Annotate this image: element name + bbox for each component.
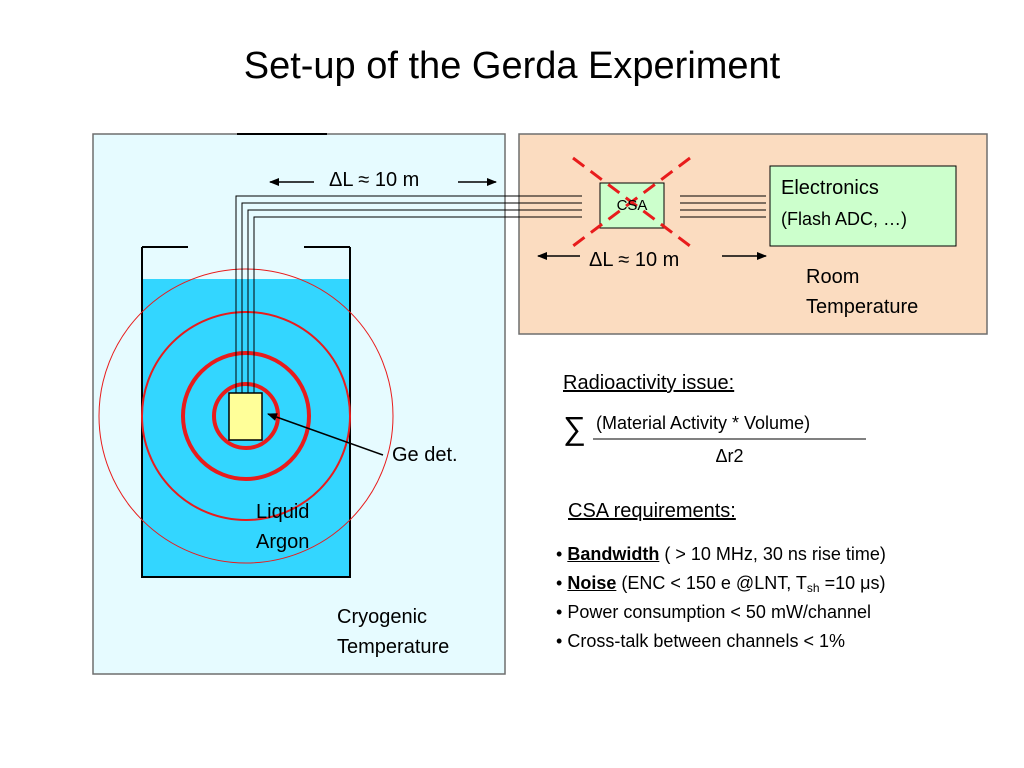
electronics-sublabel: (Flash ADC, …): [781, 209, 908, 229]
liquid-argon-label-2: Argon: [256, 531, 310, 553]
list-item: • Power consumption < 50 mW/channel: [556, 598, 886, 627]
ge-det-label: Ge det.: [392, 444, 458, 466]
csa-label: CSA: [616, 197, 648, 214]
bullet: •: [556, 544, 563, 564]
requirement-bold: Noise: [567, 573, 617, 593]
bullet: •: [556, 602, 563, 622]
room-temperature-label-1: Room: [806, 266, 860, 288]
sum-symbol: ∑: [563, 410, 586, 446]
delta-l-top-label: ΔL ≈ 10 m: [329, 169, 420, 191]
csa-requirements-list: • Bandwidth ( > 10 MHz, 30 ns rise time)…: [556, 540, 886, 656]
requirement-bold: Bandwidth: [567, 544, 660, 564]
requirement-text: (ENC < 150 e @LNT, T: [616, 573, 807, 593]
list-item: • Cross-talk between channels < 1%: [556, 627, 886, 656]
fraction-numerator: (Material Activity * Volume): [596, 413, 811, 433]
bullet: •: [556, 573, 563, 593]
cryogenic-label-2: Temperature: [337, 636, 450, 658]
radioactivity-heading: Radioactivity issue:: [563, 372, 735, 394]
liquid-argon-label-1: Liquid: [256, 501, 310, 523]
csa-requirements-heading: CSA requirements:: [568, 500, 736, 522]
csa-crossed-out-mark: [572, 156, 691, 248]
radiation-ring-2: [181, 351, 311, 481]
csa-box: [599, 182, 665, 229]
ge-det-pointer: [267, 413, 384, 456]
bullet: •: [556, 631, 563, 651]
electronics-box: [769, 165, 957, 247]
requirement-text: Power consumption < 50 mW/channel: [567, 602, 871, 622]
list-item: • Bandwidth ( > 10 MHz, 30 ns rise time): [556, 540, 886, 569]
signal-cables: [235, 195, 766, 393]
requirement-text-end: =10 μs): [819, 573, 886, 593]
fraction-denominator: Δr2: [715, 446, 744, 466]
delta-l-right-label: ΔL ≈ 10 m: [589, 249, 680, 271]
ge-detector: [228, 392, 263, 441]
radiation-ring-3: [141, 311, 351, 521]
requirement-text: ( > 10 MHz, 30 ns rise time): [659, 544, 886, 564]
electronics-label: Electronics: [781, 177, 879, 199]
radiation-ring-outer: [98, 268, 394, 564]
requirement-text: Cross-talk between channels < 1%: [567, 631, 845, 651]
room-temperature-label-2: Temperature: [806, 296, 919, 318]
cryogenic-label-1: Cryogenic: [337, 606, 428, 628]
requirement-subscript: sh: [806, 581, 820, 595]
page-title: Set-up of the Gerda Experiment: [243, 45, 781, 87]
radiation-ring-inner: [212, 382, 280, 450]
list-item: • Noise (ENC < 150 e @LNT, Tsh =10 μs): [556, 569, 886, 598]
